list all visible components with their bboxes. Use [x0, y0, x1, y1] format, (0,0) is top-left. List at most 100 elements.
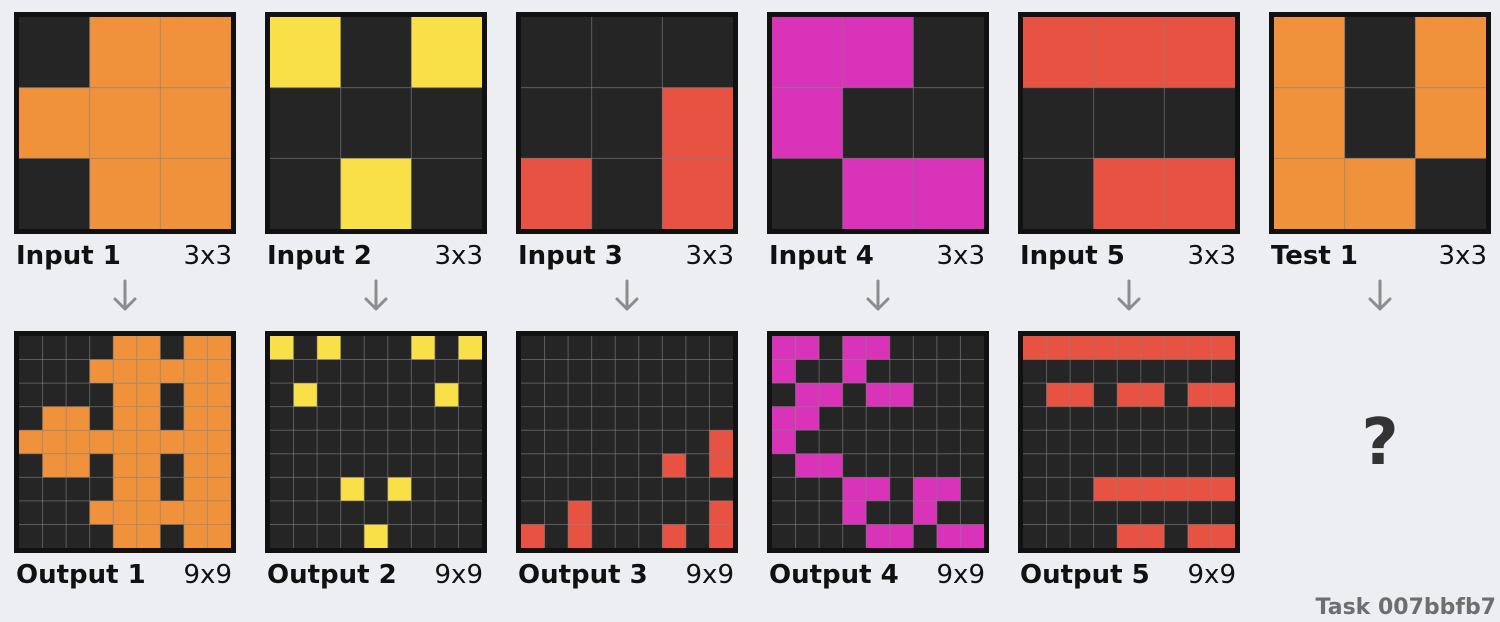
grid-cell: [819, 430, 843, 454]
grid-cell: [270, 524, 294, 548]
grid-cell: [207, 336, 231, 360]
grid-cell: [89, 524, 114, 548]
grid-cell: [1187, 383, 1212, 407]
grid-cell: [183, 430, 208, 454]
grid-cell: [1117, 383, 1141, 407]
grid-cell: [387, 359, 412, 384]
grid-cell: [42, 500, 67, 525]
grid-cell: [1093, 383, 1118, 407]
grid-cell: [913, 500, 937, 525]
grid-cell: [638, 359, 663, 384]
grid-cell: [591, 359, 616, 384]
output-grid-3: [516, 331, 738, 553]
grid-cell: [1344, 17, 1416, 88]
grid-cell: [709, 430, 733, 454]
grid-cell: [317, 500, 341, 525]
grid-cell: [207, 383, 231, 407]
grid-cell: [434, 336, 459, 360]
grid-cell: [1093, 500, 1118, 525]
grid-cell: [521, 500, 545, 525]
grid-cell: [842, 453, 867, 478]
grid-cell: [1023, 453, 1047, 478]
grid-cell: [866, 477, 890, 501]
grid-cell: [340, 453, 365, 478]
grid-cell: [662, 359, 686, 384]
grid-cell: [89, 336, 114, 360]
grid-cell: [458, 524, 482, 548]
grid-cell: [42, 477, 67, 501]
grid-cell: [434, 453, 459, 478]
grid-cell: [42, 430, 67, 454]
grid-cell: [795, 453, 820, 478]
grid-cell: [662, 406, 686, 431]
grid-cell: [936, 477, 961, 501]
grid-cell: [160, 17, 231, 88]
grid-cell: [662, 87, 733, 159]
grid-cell: [1164, 524, 1188, 548]
grid-cell: [364, 406, 388, 431]
grid-cell: [89, 406, 114, 431]
grid-cell: [936, 524, 961, 548]
grid-cell: [889, 453, 914, 478]
grid-cell: [638, 477, 663, 501]
grid-cell: [1070, 383, 1094, 407]
grid-cell: [960, 524, 984, 548]
grid-cell: [19, 359, 43, 384]
grid-cell: [1164, 17, 1235, 88]
grid-cell: [615, 359, 639, 384]
grid-cell: [842, 477, 867, 501]
grid-cell: [387, 406, 412, 431]
grid-cell: [387, 453, 412, 478]
grid-cell: [340, 17, 412, 88]
grid-cell: [270, 17, 341, 88]
grid-cell: [1093, 524, 1118, 548]
grid-cell: [960, 406, 984, 431]
grid-cell: [1093, 406, 1118, 431]
grid-cell: [591, 87, 663, 159]
input-grid-3-svg: [521, 17, 733, 229]
grid-cell: [521, 477, 545, 501]
grid-cell: [662, 17, 733, 88]
grid-cell: [709, 383, 733, 407]
grid-cell: [293, 430, 318, 454]
grid-cell: [568, 453, 592, 478]
input-size-label: 3x3: [936, 241, 985, 271]
grid-cell: [89, 477, 114, 501]
grid-cell: [866, 359, 890, 384]
grid-cell: [568, 336, 592, 360]
grid-cell: [434, 524, 459, 548]
down-arrow-icon: [364, 279, 388, 311]
grid-cell: [936, 336, 961, 360]
grid-cell: [709, 477, 733, 501]
grid-cell: [89, 17, 161, 88]
grid-cell: [685, 336, 710, 360]
grid-cell: [913, 477, 937, 501]
grid-cell: [1211, 430, 1235, 454]
grid-cell: [270, 87, 341, 159]
grid-cell: [66, 500, 90, 525]
grid-cell: [1164, 430, 1188, 454]
grid-cell: [42, 359, 67, 384]
grid-cell: [411, 87, 482, 159]
grid-cell: [270, 430, 294, 454]
grid-cell: [889, 500, 914, 525]
grid-cell: [411, 17, 482, 88]
grid-cell: [113, 430, 137, 454]
grid-cell: [89, 430, 114, 454]
grid-cell: [1211, 406, 1235, 431]
grid-cell: [615, 500, 639, 525]
input-size-label: 3x3: [183, 241, 232, 271]
grid-cell: [19, 17, 90, 88]
grid-cell: [160, 406, 184, 431]
grid-cell: [136, 430, 161, 454]
grid-cell: [1211, 453, 1235, 478]
grid-cell: [113, 500, 137, 525]
grid-cell: [685, 500, 710, 525]
grid-cell: [293, 359, 318, 384]
grid-cell: [638, 336, 663, 360]
grid-cell: [1140, 336, 1165, 360]
grid-cell: [568, 524, 592, 548]
grid-cell: [19, 500, 43, 525]
grid-cell: [521, 359, 545, 384]
grid-cell: [136, 336, 161, 360]
